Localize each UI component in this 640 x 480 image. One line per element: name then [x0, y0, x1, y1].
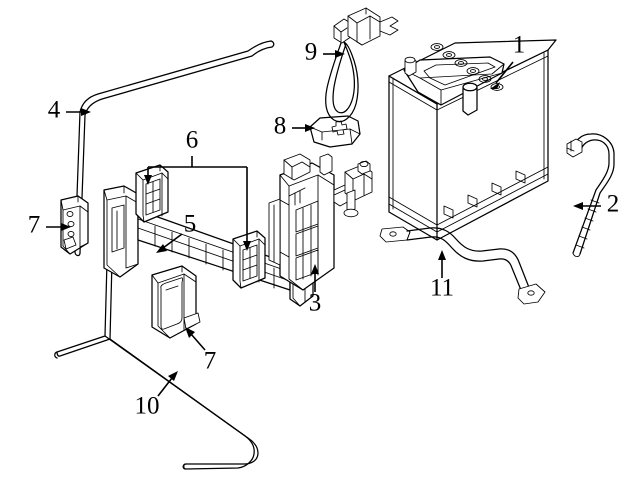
callout-label-9: 9	[305, 39, 318, 66]
part-terminal-clamp-on-box	[333, 160, 373, 218]
part-insulation-pad-a	[135, 164, 169, 223]
part-ground-strap-cable	[379, 226, 546, 305]
part-battery-vent-hose	[566, 133, 615, 257]
callout-label-4: 4	[48, 97, 61, 124]
callout-label-8: 8	[274, 113, 287, 140]
part-battery	[388, 39, 557, 241]
leader-7a	[46, 223, 71, 231]
part-terminal-cover-cap	[309, 115, 361, 148]
part-positive-terminal-clamp	[325, 7, 399, 123]
leader-8	[292, 124, 315, 132]
leader-4	[66, 108, 91, 116]
leader-9	[323, 50, 345, 58]
callout-label-7a: 7	[28, 212, 41, 239]
callout-label-10: 10	[135, 393, 160, 420]
part-battery-hold-down-rod-lower	[54, 257, 259, 470]
callout-label-7b: 7	[204, 348, 217, 375]
part-fuse-relay-box	[268, 153, 335, 291]
leader-7b	[185, 327, 206, 351]
callout-label-2: 2	[607, 191, 620, 218]
callout-label-11: 11	[430, 275, 454, 302]
leader-11	[438, 250, 446, 278]
leader-1	[490, 61, 514, 89]
leader-6	[144, 156, 251, 251]
part-mounting-bracket-lower	[151, 265, 201, 339]
leader-2	[573, 202, 601, 210]
callout-label-3: 3	[309, 290, 322, 317]
callout-label-5: 5	[184, 211, 197, 238]
callout-label-1: 1	[513, 32, 526, 59]
leader-3	[311, 264, 319, 292]
part-mounting-bracket-left	[60, 195, 89, 255]
callout-label-6: 6	[186, 127, 199, 154]
leader-5	[156, 233, 183, 253]
leader-10	[157, 371, 178, 397]
part-insulation-pad-b	[232, 230, 266, 289]
